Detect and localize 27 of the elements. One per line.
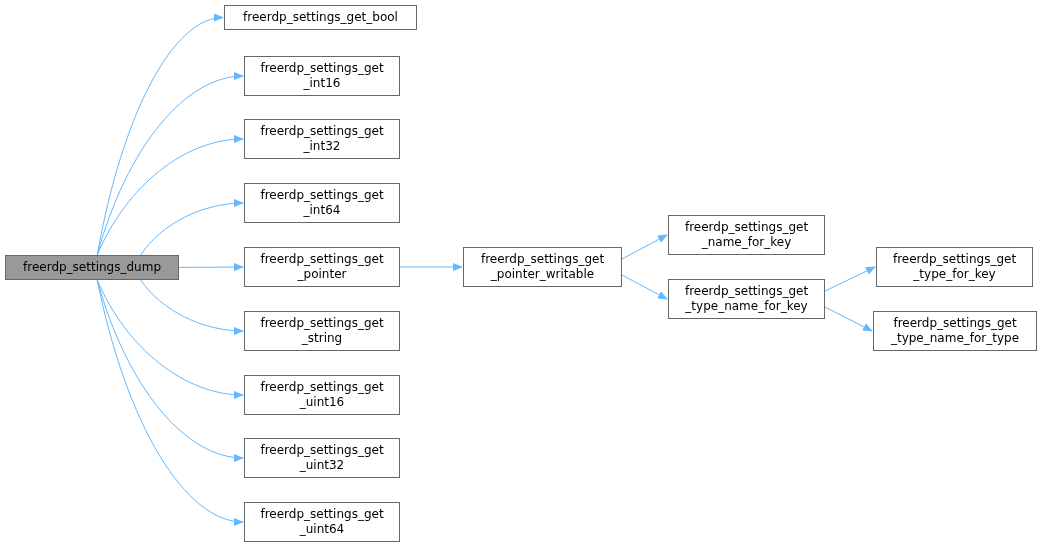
function-box: freerdp_settings_get _string: [244, 311, 400, 351]
function-box: freerdp_settings_get _type_for_key: [876, 247, 1033, 287]
function-box: freerdp_settings_get _name_for_key: [668, 215, 825, 255]
arrow: [399, 263, 463, 271]
arrow: [96, 135, 244, 256]
function-box: freerdp_settings_dump: [5, 255, 179, 280]
arrow: [824, 266, 876, 292]
arrow: [140, 279, 244, 335]
function-box: freerdp_settings_get _pointer_writable: [463, 247, 622, 287]
arrow: [824, 306, 873, 332]
arrow: [96, 279, 244, 525]
function-box: freerdp_settings_get _uint32: [244, 438, 400, 478]
arrow: [140, 199, 244, 256]
function-box: freerdp_settings_get _uint64: [244, 502, 400, 542]
arrow: [96, 279, 244, 399]
arrow: [96, 72, 244, 256]
function-box: freerdp_settings_get_bool: [224, 5, 417, 30]
function-box: freerdp_settings_get _type_name_for_key: [668, 279, 825, 319]
function-box: freerdp_settings_get _uint16: [244, 375, 400, 415]
function-box: freerdp_settings_get _type_name_for_type: [873, 311, 1037, 351]
function-box: freerdp_settings_get _int64: [244, 183, 400, 223]
arrow: [621, 274, 668, 300]
function-box: freerdp_settings_get _pointer: [244, 247, 400, 287]
function-box: freerdp_settings_get _int16: [244, 56, 400, 96]
function-box: freerdp_settings_get _int32: [244, 119, 400, 159]
arrow: [621, 234, 668, 260]
arrow: [178, 263, 244, 272]
